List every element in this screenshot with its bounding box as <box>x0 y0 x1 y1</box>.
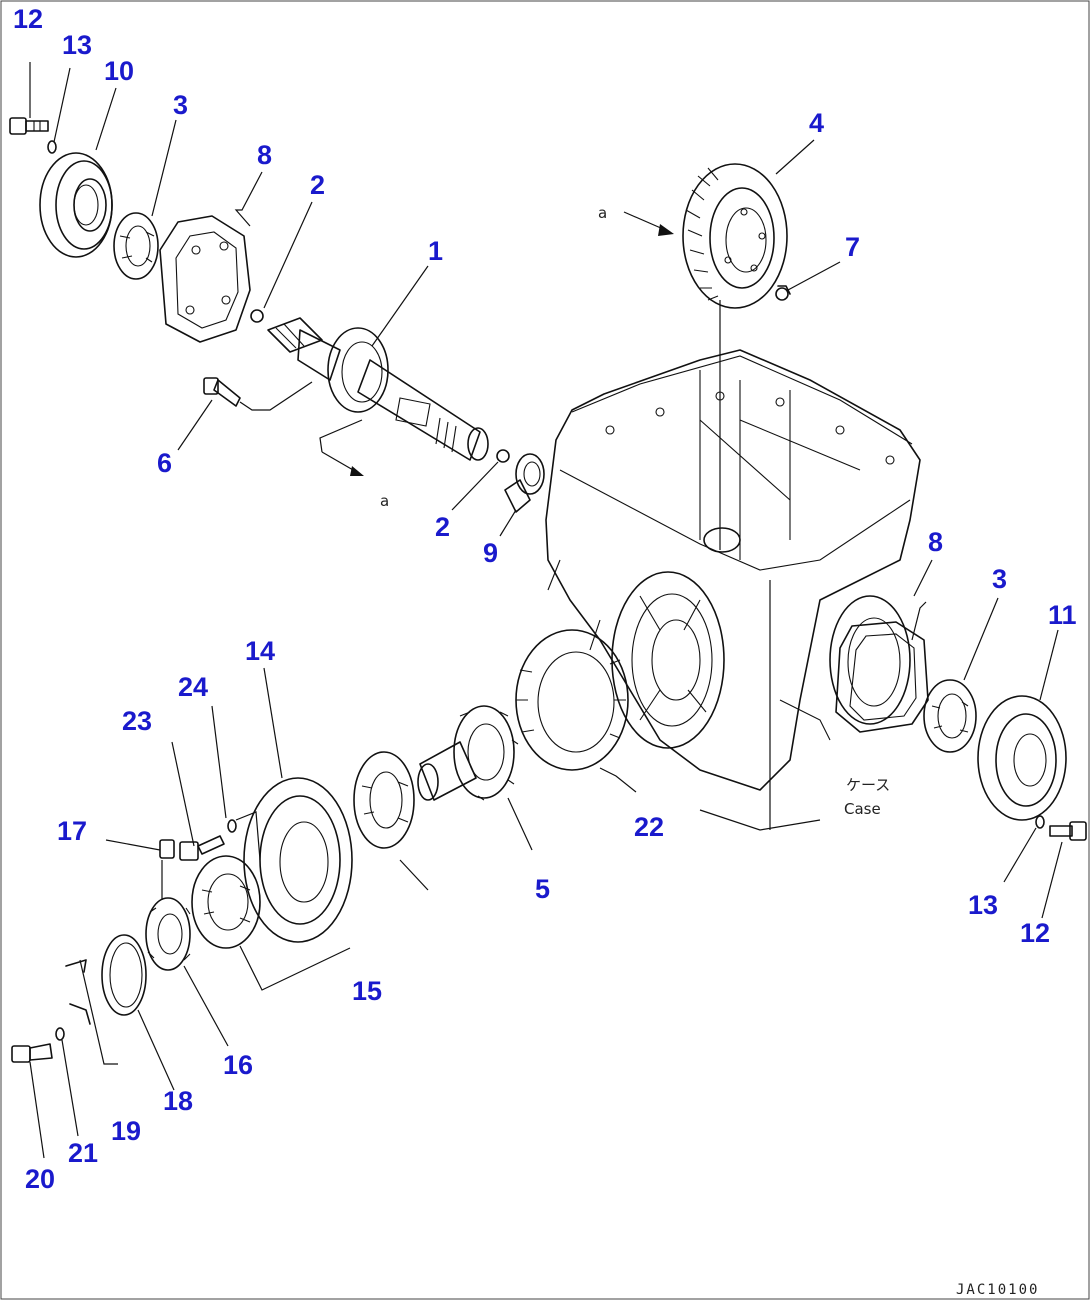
callout-leaders <box>29 62 1063 1159</box>
part-bolt-23 <box>179 835 225 861</box>
callout-17: 17 <box>57 816 87 846</box>
part-bolt-12-right <box>1049 821 1087 841</box>
part-bearing-3-left <box>113 212 159 280</box>
callout-13-right: 13 <box>968 890 998 920</box>
leader-5 <box>507 797 533 851</box>
leader-8-right <box>911 601 927 641</box>
part-transmission-case <box>545 349 921 791</box>
part-plate-8-right <box>835 621 929 733</box>
case-label-english: Case <box>844 800 881 818</box>
callout-2-upper: 2 <box>310 170 325 200</box>
callout-2-lower: 2 <box>435 512 450 542</box>
part-shaft-1 <box>267 317 489 461</box>
callout-11: 11 <box>1048 600 1077 630</box>
view-arrow-a-lower <box>319 419 364 476</box>
leader-22 <box>599 767 637 793</box>
leader-14-24 <box>235 811 261 861</box>
part-seal-9 <box>504 453 545 513</box>
callout-12-right: 12 <box>1020 918 1050 948</box>
callout-4: 4 <box>809 108 824 138</box>
leader-7 <box>787 261 841 291</box>
part-bolt-20 <box>11 1043 53 1063</box>
part-lockplate-19 <box>65 959 91 1025</box>
callout-7: 7 <box>845 232 860 262</box>
part-washer-13-right <box>1035 815 1045 829</box>
part-bolt-12-left <box>9 117 49 135</box>
callout-12-top-left: 12 <box>13 4 43 34</box>
callout-24: 24 <box>178 672 208 702</box>
leader-19 <box>79 959 118 1065</box>
callout-10: 10 <box>104 56 134 86</box>
part-plate-18 <box>101 934 147 1016</box>
leader-6 <box>239 381 313 411</box>
callout-20: 20 <box>25 1164 55 1194</box>
part-plate-8-left <box>159 215 251 343</box>
callout-5: 5 <box>535 874 550 904</box>
part-bolt-7 <box>775 285 791 301</box>
view-marker-a-upper: a <box>598 204 607 222</box>
callout-8-left: 8 <box>257 140 272 170</box>
callout-21: 21 <box>68 1138 98 1168</box>
callout-19: 19 <box>111 1116 141 1146</box>
part-locknut-16 <box>145 897 191 971</box>
view-marker-a-lower: a <box>380 492 389 510</box>
part-retainer-22 <box>515 629 629 771</box>
callout-22: 22 <box>634 812 664 842</box>
callout-3-left: 3 <box>173 90 188 120</box>
leader-15 <box>239 859 429 991</box>
part-ring-gear-4 <box>682 163 788 309</box>
view-arrow-a-upper <box>623 211 674 236</box>
part-washer-21 <box>55 1027 65 1041</box>
callout-23: 23 <box>122 706 152 736</box>
part-plate-18-inner <box>109 942 143 1008</box>
callout-6: 6 <box>157 448 172 478</box>
case-label-japanese: ケース <box>846 776 890 794</box>
part-bolt-6 <box>203 377 241 407</box>
callout-18: 18 <box>163 1086 193 1116</box>
callout-16: 16 <box>223 1050 253 1080</box>
callout-15: 15 <box>352 976 382 1006</box>
part-washer-13-left <box>47 140 57 154</box>
case-outline-leader <box>699 580 821 831</box>
part-cover-10 <box>39 152 113 258</box>
document-reference-code: JAC10100 <box>956 1282 1039 1298</box>
part-cover-11 <box>977 695 1067 821</box>
callout-3-right: 3 <box>992 564 1007 594</box>
part-pin-17 <box>159 839 175 859</box>
part-bearing-15-outer <box>353 751 415 849</box>
callout-9: 9 <box>483 538 498 568</box>
part-washer-24 <box>227 819 237 833</box>
part-bearing-15-inner <box>191 855 261 949</box>
part-bearing-3-right <box>923 679 977 753</box>
part-housing-14 <box>243 777 353 943</box>
part-plug-2-upper <box>250 309 264 323</box>
part-plug-2-lower <box>496 449 510 463</box>
callout-8-right: 8 <box>928 527 943 557</box>
callout-13-top-left: 13 <box>62 30 92 60</box>
callout-1: 1 <box>428 236 443 266</box>
callout-14: 14 <box>245 636 275 666</box>
part-pinion-5 <box>417 705 519 801</box>
